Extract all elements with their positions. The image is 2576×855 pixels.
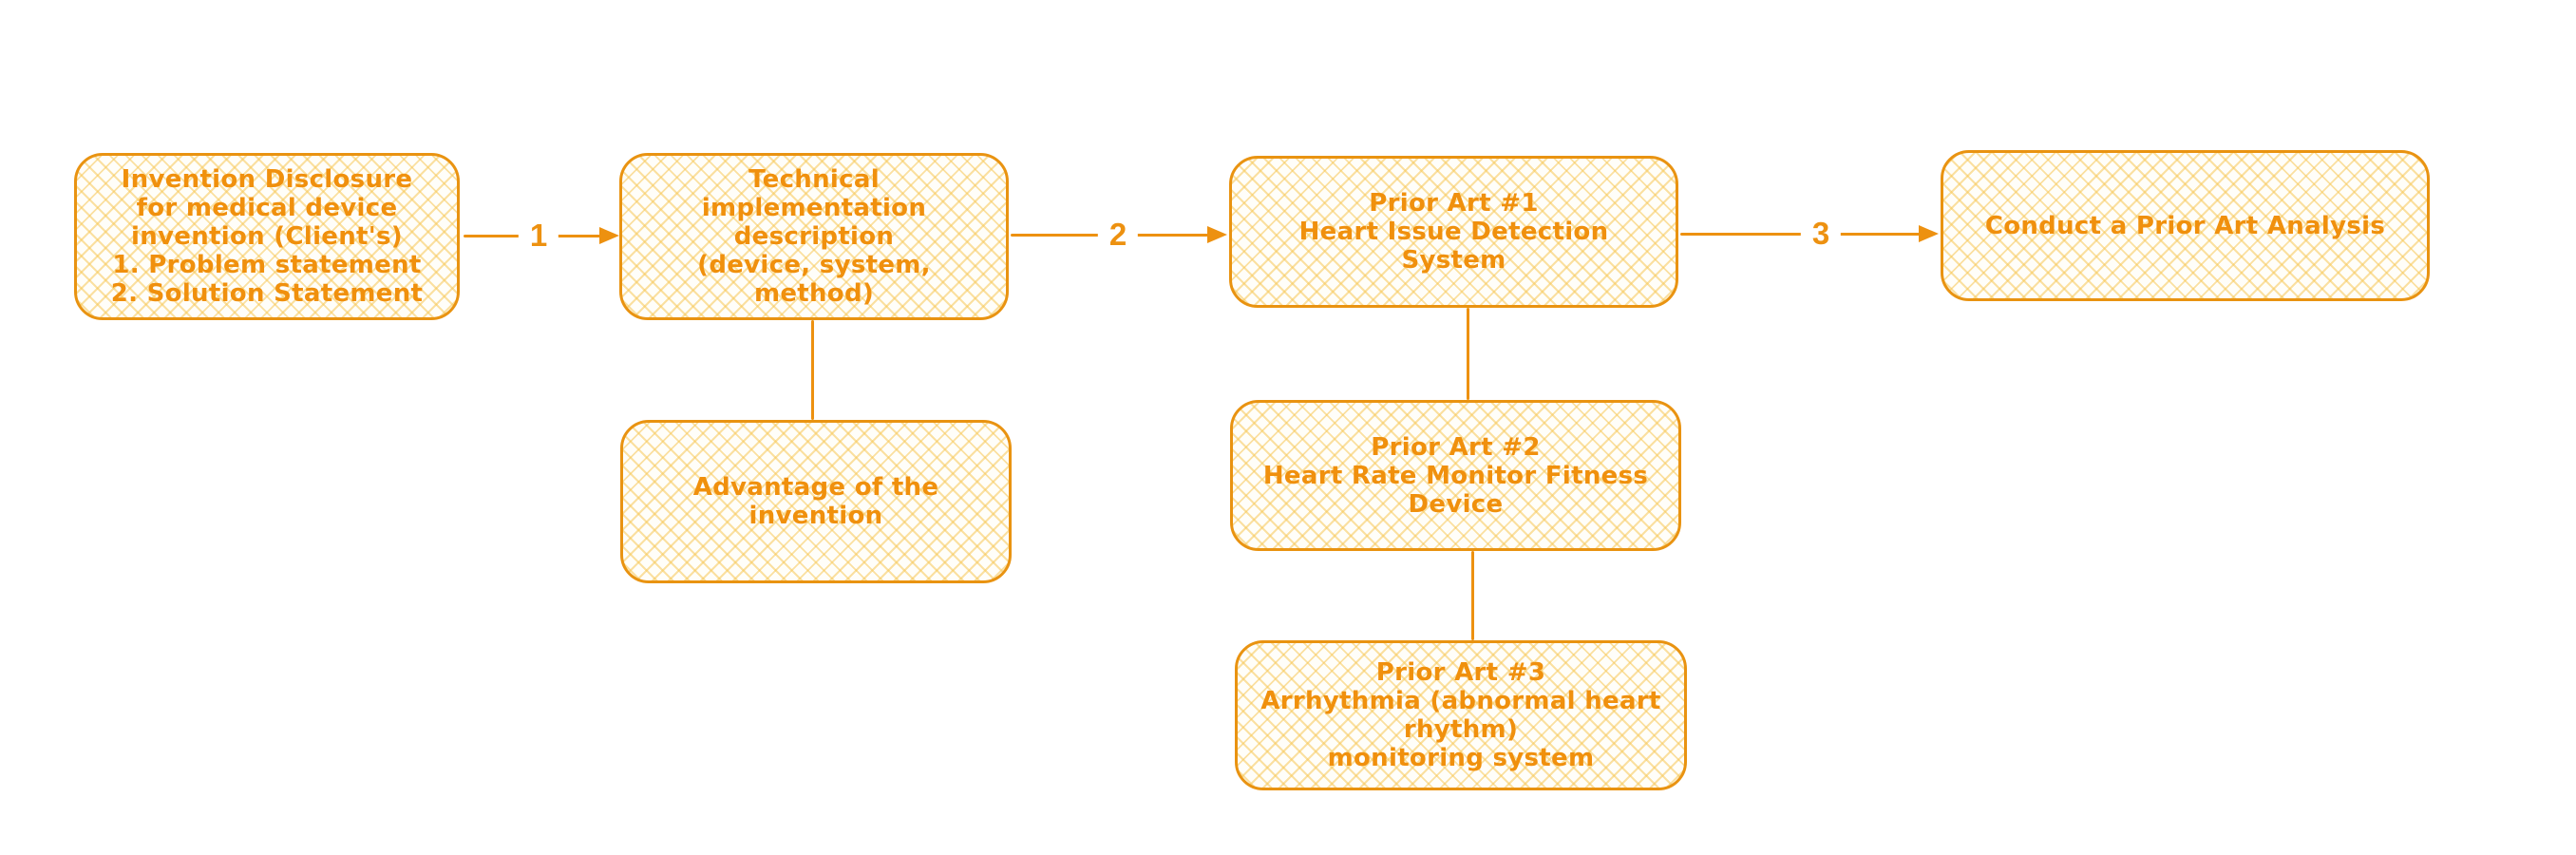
connector-technical-to-advantage[interactable] [811,320,814,420]
node-prior-art-1-text: Prior Art #1 Heart Issue Detection Syste… [1298,189,1609,275]
node-prior-art-2[interactable]: Prior Art #2 Heart Rate Monitor Fitness … [1230,400,1681,551]
node-invention-disclosure-text: Invention Disclosure for medical device … [110,165,424,308]
arrow-step-3-line [1680,233,1920,236]
node-conduct-prior-art-analysis-text: Conduct a Prior Art Analysis [1984,211,2386,240]
arrow-step-3-label[interactable]: 3 [1800,217,1842,249]
node-technical-implementation-text: Technical implementation description (de… [697,165,931,308]
node-advantage-of-invention[interactable]: Advantage of the invention [620,420,1012,583]
arrow-step-2-head-icon [1207,226,1227,243]
node-prior-art-1[interactable]: Prior Art #1 Heart Issue Detection Syste… [1229,156,1678,308]
arrow-step-3-head-icon [1919,225,1939,242]
arrow-step-1-head-icon [599,227,619,244]
node-technical-implementation[interactable]: Technical implementation description (de… [619,153,1009,320]
node-prior-art-3[interactable]: Prior Art #3 Arrhythmia (abnormal heart … [1235,640,1687,790]
node-invention-disclosure[interactable]: Invention Disclosure for medical device … [74,153,460,320]
node-prior-art-3-text: Prior Art #3 Arrhythmia (abnormal heart … [1260,658,1661,772]
node-advantage-of-invention-text: Advantage of the invention [692,473,939,530]
connector-prior-art-2-to-3[interactable] [1471,551,1474,640]
connector-prior-art-1-to-2[interactable] [1467,308,1469,400]
node-conduct-prior-art-analysis[interactable]: Conduct a Prior Art Analysis [1941,150,2430,301]
arrow-step-1-label[interactable]: 1 [518,218,559,251]
node-prior-art-2-text: Prior Art #2 Heart Rate Monitor Fitness … [1262,432,1649,519]
arrow-step-2-label[interactable]: 2 [1097,218,1139,250]
